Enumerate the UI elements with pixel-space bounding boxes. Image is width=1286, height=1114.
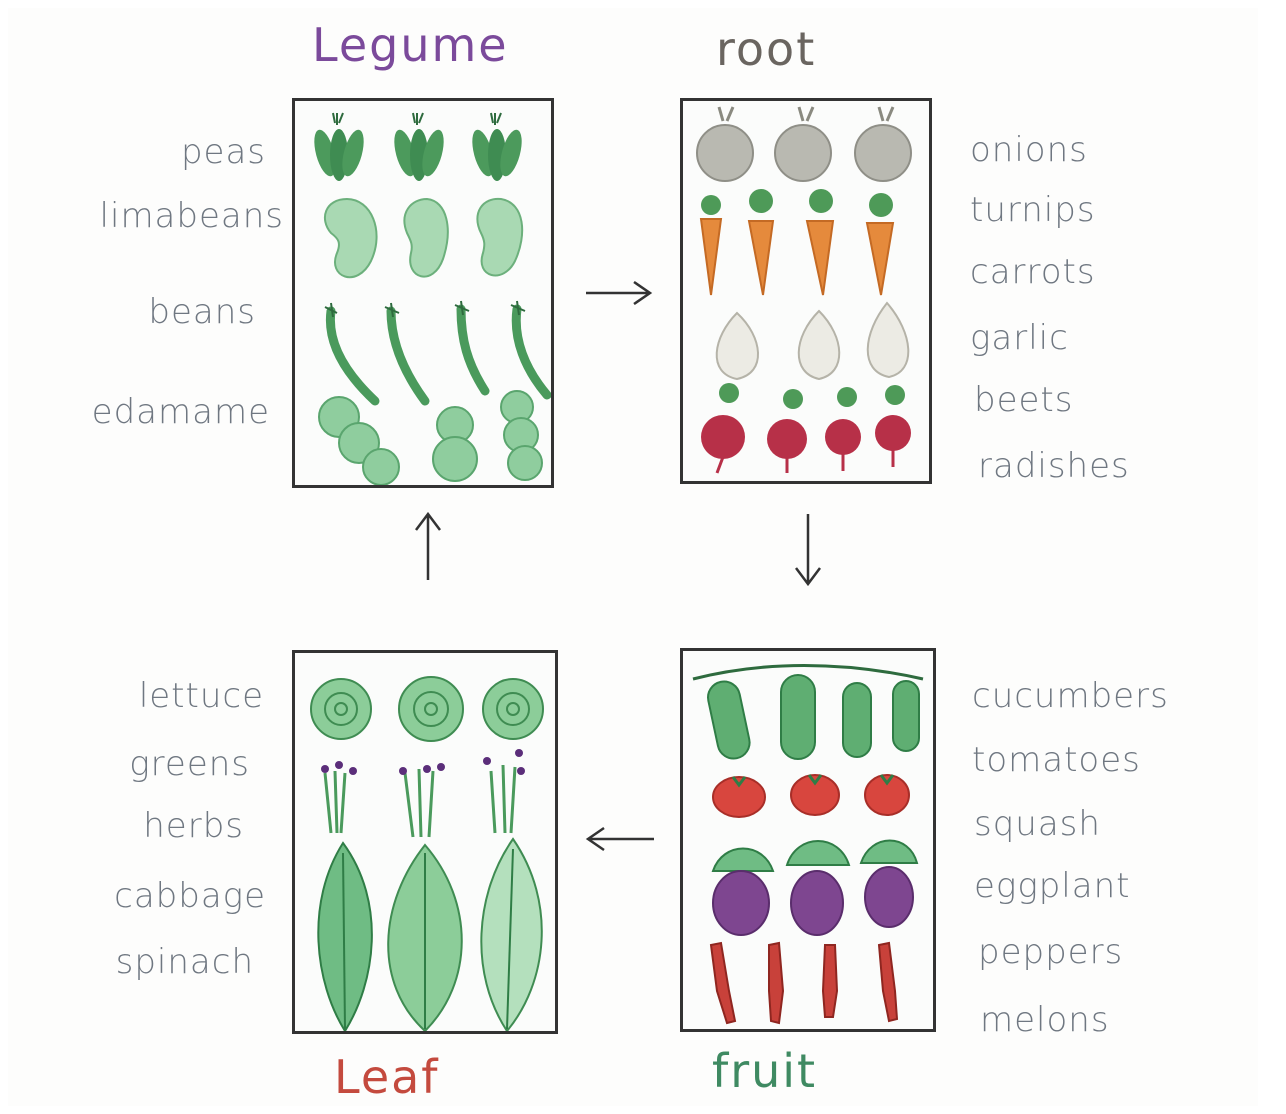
- bean-pod-icon: [385, 303, 425, 401]
- bean-pod-icon: [455, 301, 485, 391]
- root-item-label: garlic: [970, 318, 1069, 358]
- pepper-icon: [711, 943, 735, 1023]
- pepper-icon: [769, 943, 783, 1023]
- root-item-label: beets: [974, 380, 1073, 420]
- eggplant-icon: [713, 849, 773, 936]
- tomato-icon: [791, 775, 839, 815]
- garlic-icon: [868, 303, 909, 377]
- fruit-box: [680, 648, 936, 1032]
- radish-icon: [701, 383, 745, 473]
- carrot-icon: [749, 189, 773, 295]
- lettuce-icon: [483, 679, 543, 739]
- arrow-right-icon: [584, 278, 654, 308]
- herb-sprig-icon: [321, 761, 357, 833]
- carrot-icon: [807, 189, 833, 295]
- onion-icon: [697, 107, 753, 181]
- edamame-pod-icon: [501, 391, 542, 480]
- carrot-icon: [867, 193, 893, 295]
- root-box: [680, 98, 932, 484]
- root-illustrations: [683, 101, 929, 481]
- edamame-pod-icon: [319, 397, 399, 485]
- lima-bean-icon: [404, 199, 447, 277]
- cucumber-icon: [781, 675, 815, 759]
- leaf-icon: [388, 845, 462, 1031]
- cucumber-icon: [893, 681, 919, 751]
- legume-item-label: beans: [148, 292, 256, 332]
- root-item-label: radishes: [978, 446, 1130, 486]
- bean-pod-icon: [511, 301, 547, 395]
- herb-sprig-icon: [399, 763, 445, 837]
- edamame-pod-icon: [433, 407, 477, 481]
- bean-pod-icon: [325, 303, 375, 401]
- legume-item-label: limabeans: [100, 196, 284, 236]
- leaf-illustrations: [295, 653, 555, 1031]
- onion-icon: [775, 107, 831, 181]
- tomato-icon: [865, 775, 909, 815]
- leaf-item-label: greens: [129, 744, 250, 784]
- root-item-label: turnips: [970, 190, 1096, 230]
- garlic-icon: [799, 311, 840, 379]
- leaf-item-label: cabbage: [114, 876, 266, 916]
- fruit-title: fruit: [712, 1044, 817, 1098]
- fruit-item-label: squash: [974, 804, 1101, 844]
- pea-pod-icon: [468, 113, 526, 181]
- fruit-item-label: tomatoes: [972, 740, 1141, 780]
- legume-item-label: edamame: [92, 392, 270, 432]
- arrow-down-icon: [790, 512, 826, 588]
- leaf-item-label: herbs: [143, 806, 244, 846]
- radish-icon: [875, 385, 911, 467]
- lima-bean-icon: [325, 199, 377, 277]
- eggplant-icon: [787, 841, 849, 935]
- eggplant-icon: [861, 841, 917, 928]
- tomato-icon: [713, 777, 765, 817]
- root-title: root: [716, 22, 816, 76]
- fruit-item-label: eggplant: [974, 866, 1130, 906]
- root-item-label: onions: [970, 130, 1088, 170]
- lettuce-icon: [311, 679, 371, 739]
- leaf-icon: [481, 839, 541, 1031]
- leaf-item-label: lettuce: [139, 676, 264, 716]
- fruit-illustrations: [683, 651, 933, 1029]
- fruit-item-label: peppers: [978, 932, 1123, 972]
- lima-bean-icon: [477, 199, 522, 276]
- pepper-icon: [879, 943, 897, 1021]
- fruit-item-label: cucumbers: [972, 676, 1169, 716]
- pea-pod-icon: [390, 113, 448, 181]
- legume-illustrations: [295, 101, 551, 485]
- fruit-item-label: melons: [980, 1000, 1110, 1040]
- onion-icon: [855, 107, 911, 181]
- leaf-icon: [318, 843, 372, 1031]
- pea-pod-icon: [310, 113, 368, 181]
- leaf-box: [292, 650, 558, 1034]
- legume-box: [292, 98, 554, 488]
- radish-icon: [825, 387, 861, 471]
- garlic-icon: [717, 313, 758, 379]
- pepper-icon: [823, 945, 837, 1017]
- root-item-label: carrots: [970, 252, 1096, 292]
- legume-item-label: peas: [181, 132, 266, 172]
- carrot-icon: [701, 195, 721, 295]
- cucumber-icon: [705, 679, 753, 762]
- legume-title: Legume: [312, 18, 509, 72]
- cucumber-icon: [843, 683, 871, 757]
- lettuce-icon: [399, 677, 463, 741]
- leaf-item-label: spinach: [116, 942, 254, 982]
- herb-sprig-icon: [483, 749, 525, 833]
- leaf-title: Leaf: [334, 1050, 440, 1104]
- radish-icon: [767, 389, 807, 473]
- arrow-left-icon: [584, 824, 656, 854]
- arrow-up-icon: [410, 512, 446, 582]
